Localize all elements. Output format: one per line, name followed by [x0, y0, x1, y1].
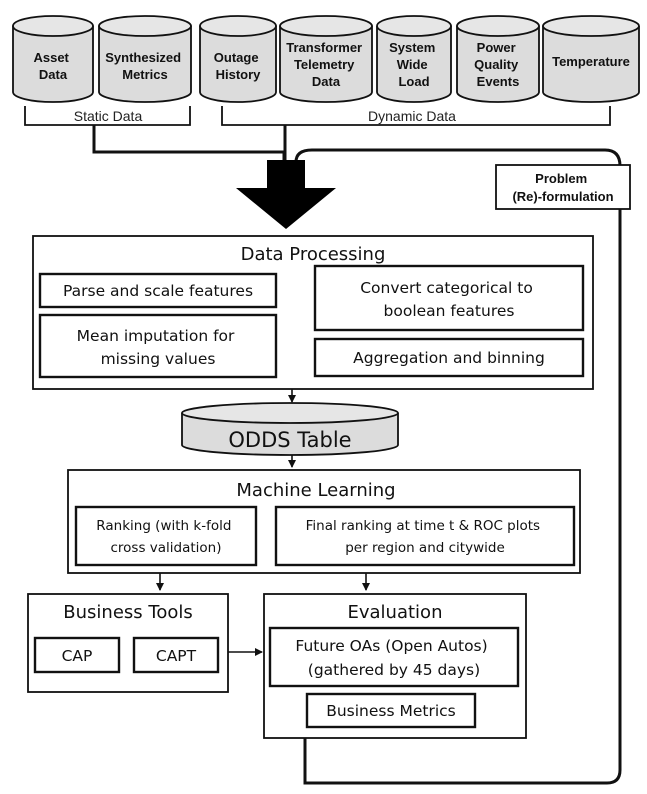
source-cylinder-asset-data: Asset Data	[12, 15, 94, 103]
future-oas-box	[268, 626, 520, 688]
source-cylinder-transformer-telemetry-data: Transformer Telemetry Data	[279, 15, 373, 103]
data-processing-box: Data Processing Parse and scale features…	[32, 235, 594, 390]
convert-categorical-label: Convert categorical to boolean features	[360, 279, 538, 320]
capt-label: CAPT	[156, 647, 197, 665]
source-cylinder-temperature: Temperature	[542, 15, 640, 103]
source-label-temperature: Temperature	[552, 54, 630, 69]
parse-scale-label: Parse and scale features	[63, 282, 253, 300]
future-oas-label: Future OAs (Open Autos) (gathered by 45 …	[295, 637, 492, 679]
cap-box	[33, 636, 121, 674]
machine-learning-box: Machine Learning Ranking (with k-fold cr…	[67, 469, 581, 574]
static-data-bracket: Static Data	[24, 106, 191, 126]
machine-learning-title: Machine Learning	[236, 480, 395, 501]
data-processing-title: Data Processing	[241, 244, 386, 265]
source-cylinder-outage-history: Outage History	[199, 15, 277, 103]
static-data-connector	[92, 125, 286, 160]
cap-label: CAP	[62, 647, 93, 665]
aggregation-binning-box	[313, 337, 585, 378]
source-label-asset-data: Asset Data	[33, 50, 72, 82]
dynamic-data-label: Dynamic Data	[368, 108, 456, 124]
big-down-arrow	[236, 160, 336, 229]
source-cylinder-system-wide-load: System Wide Load	[376, 15, 452, 103]
convert-categorical-box	[313, 264, 585, 332]
static-data-label: Static Data	[74, 108, 143, 124]
source-label-synthesized-metrics: Synthesized Metrics	[105, 50, 184, 82]
mean-imputation-label: Mean imputation for missing values	[77, 327, 240, 368]
problem-reformulation-label: Problem (Re)-formulation	[512, 171, 613, 204]
source-cylinder-power-quality-events: Power Quality Events	[456, 15, 540, 103]
final-ranking-label: Final ranking at time t & ROC plots per …	[306, 518, 545, 556]
odds-table-cylinder: ODDS Table	[181, 402, 399, 456]
evaluation-box: Evaluation Future OAs (Open Autos) (gath…	[263, 593, 527, 739]
mean-imputation-box	[38, 313, 278, 379]
business-metrics-label: Business Metrics	[326, 702, 456, 720]
capt-box	[132, 636, 220, 674]
source-label-power-quality-events: Power Quality Events	[474, 40, 522, 89]
dynamic-data-bracket: Dynamic Data	[221, 106, 611, 126]
problem-reformulation-box: Problem (Re)-formulation	[495, 164, 631, 210]
source-cylinder-synthesized-metrics: Synthesized Metrics	[98, 15, 192, 103]
source-label-outage-history: Outage History	[214, 50, 262, 82]
odds-table-label: ODDS Table	[228, 428, 351, 452]
source-label-transformer-telemetry-data: Transformer Telemetry Data	[286, 40, 366, 89]
ranking-kfold-label: Ranking (with k-fold cross validation)	[96, 518, 235, 556]
final-ranking-box	[274, 505, 576, 567]
feedback-loop-line	[294, 148, 622, 785]
evaluation-title: Evaluation	[348, 602, 443, 623]
business-tools-box: Business Tools CAP CAPT	[27, 593, 229, 693]
aggregation-binning-label: Aggregation and binning	[353, 349, 545, 367]
ranking-kfold-box	[74, 505, 258, 567]
business-metrics-box	[305, 692, 477, 729]
source-label-system-wide-load: System Wide Load	[389, 40, 439, 89]
parse-scale-box	[38, 272, 278, 309]
business-tools-title: Business Tools	[63, 602, 192, 623]
